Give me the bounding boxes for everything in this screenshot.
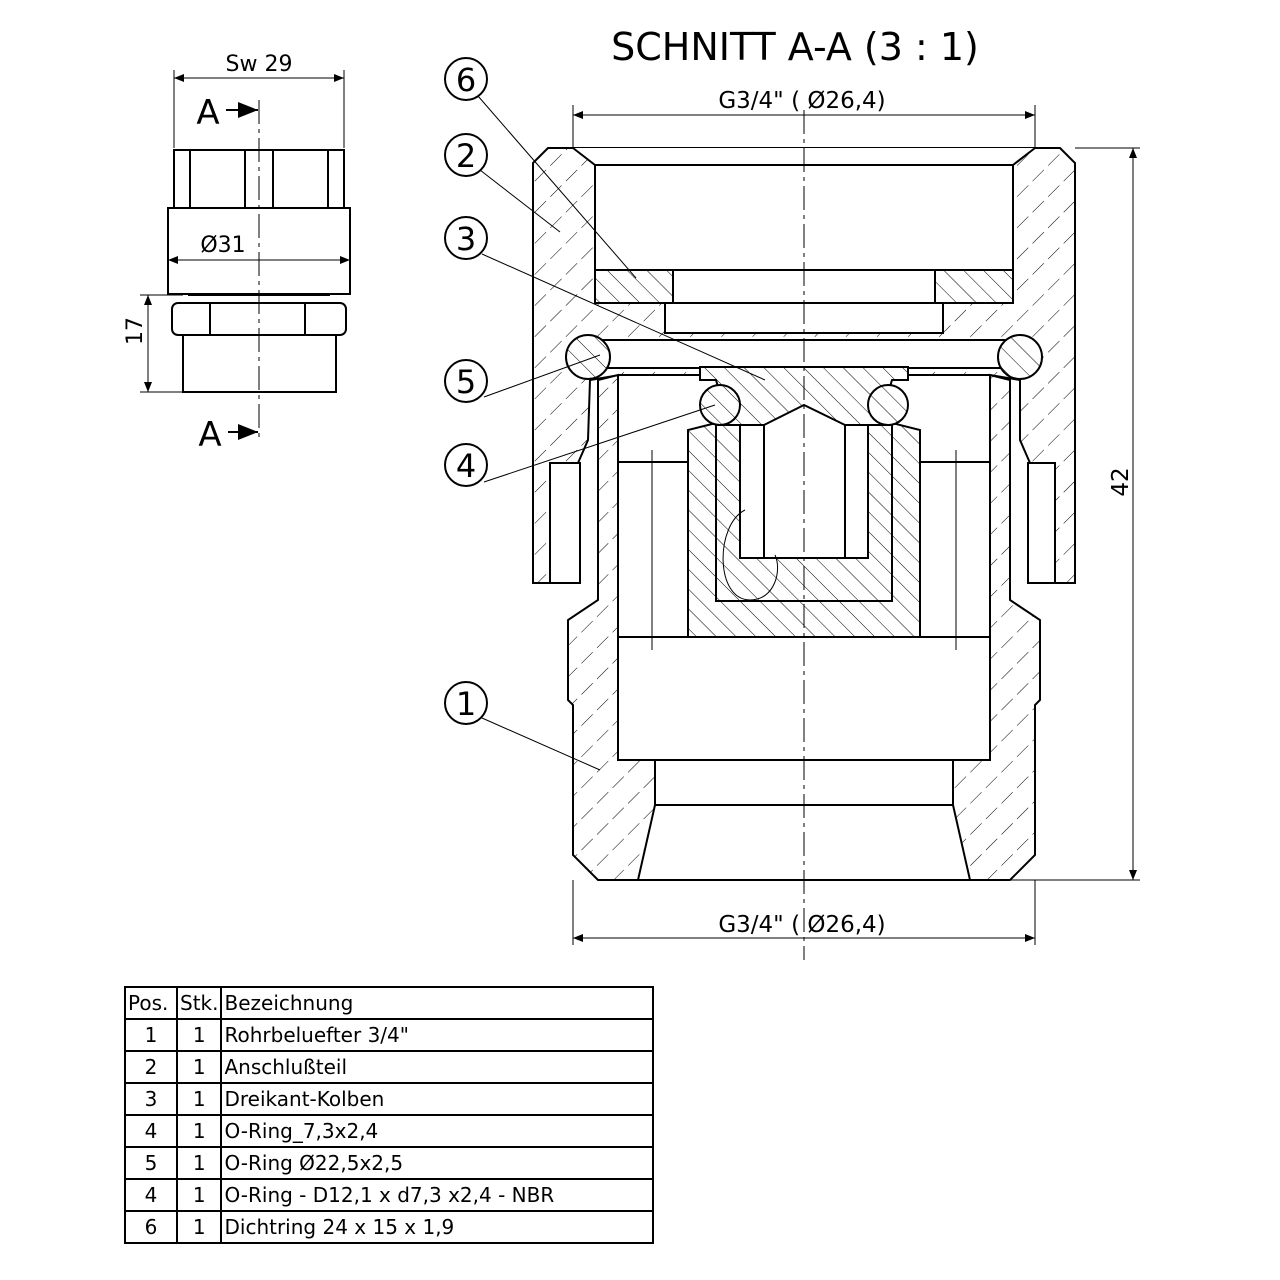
pos-cell: 3 xyxy=(124,1082,178,1116)
header-qty: Stk. xyxy=(175,986,223,1020)
svg-text:2: 2 xyxy=(456,137,476,175)
part-4-oring-right xyxy=(867,384,909,426)
pos-cell: 5 xyxy=(124,1146,178,1180)
pos-cell: 6 xyxy=(124,1210,178,1244)
header-description: Bezeichnung xyxy=(220,986,655,1020)
balloon-1: 1 xyxy=(444,681,601,771)
pos-cell: 4 xyxy=(124,1114,178,1148)
balloon-6: 6 xyxy=(444,57,637,279)
svg-text:5: 5 xyxy=(456,363,476,401)
qty-cell: 1 xyxy=(175,1082,223,1116)
svg-text:3: 3 xyxy=(456,220,476,258)
qty-cell: 1 xyxy=(175,1210,223,1244)
svg-text:4: 4 xyxy=(456,447,476,485)
description-cell: O-Ring - D12,1 x d7,3 x2,4 - NBR xyxy=(220,1178,655,1212)
description-cell: Anschlußteil xyxy=(220,1050,655,1084)
description-cell: O-Ring Ø22,5x2,5 xyxy=(220,1146,655,1180)
balloon-5: 5 xyxy=(444,354,601,403)
header-pos: Pos. xyxy=(124,986,178,1020)
bottom-thread-dimension: G3/4" ( Ø26,4) xyxy=(718,912,885,938)
description-cell: Dichtring 24 x 15 x 1,9 xyxy=(220,1210,655,1244)
balloon-2: 2 xyxy=(444,133,561,233)
pos-cell: 1 xyxy=(124,1018,178,1052)
width-dimension: Sw 29 xyxy=(226,52,293,77)
table-header-row: Pos. Stk. Bezeichnung xyxy=(124,986,655,1020)
qty-cell: 1 xyxy=(175,1178,223,1212)
section-view: G3/4" ( Ø26,4) G3/4" ( Ø26,4) 42 6 2 3 5 xyxy=(444,57,1140,960)
description-cell: O-Ring_7,3x2,4 xyxy=(220,1114,655,1148)
section-title: SCHNITT A-A (3 : 1) xyxy=(611,25,979,69)
balloon-4: 4 xyxy=(444,404,716,487)
svg-text:1: 1 xyxy=(456,685,476,723)
pos-cell: 2 xyxy=(124,1050,178,1084)
diameter-dimension: Ø31 xyxy=(200,233,245,258)
section-mark-top: A xyxy=(196,93,219,133)
balloon-3: 3 xyxy=(444,216,766,381)
description-cell: Rohrbeluefter 3/4" xyxy=(220,1018,655,1052)
description-cell: Dreikant-Kolben xyxy=(220,1082,655,1116)
qty-cell: 1 xyxy=(175,1018,223,1052)
top-thread-dimension: G3/4" ( Ø26,4) xyxy=(718,88,885,114)
pos-cell: 4 xyxy=(124,1178,178,1212)
side-view: Sw 29 Ø31 17 A A xyxy=(123,52,351,455)
height-dimension: 17 xyxy=(123,317,148,345)
svg-text:6: 6 xyxy=(456,61,476,99)
qty-cell: 1 xyxy=(175,1114,223,1148)
height-dimension-42: 42 xyxy=(1108,467,1134,496)
part-5-oring-left xyxy=(565,334,611,380)
part-6-seal-right xyxy=(934,269,1014,304)
part-4-oring-left xyxy=(699,384,741,426)
part-5-oring-right xyxy=(997,334,1043,380)
qty-cell: 1 xyxy=(175,1050,223,1084)
qty-cell: 1 xyxy=(175,1146,223,1180)
section-mark-bottom: A xyxy=(198,415,221,455)
